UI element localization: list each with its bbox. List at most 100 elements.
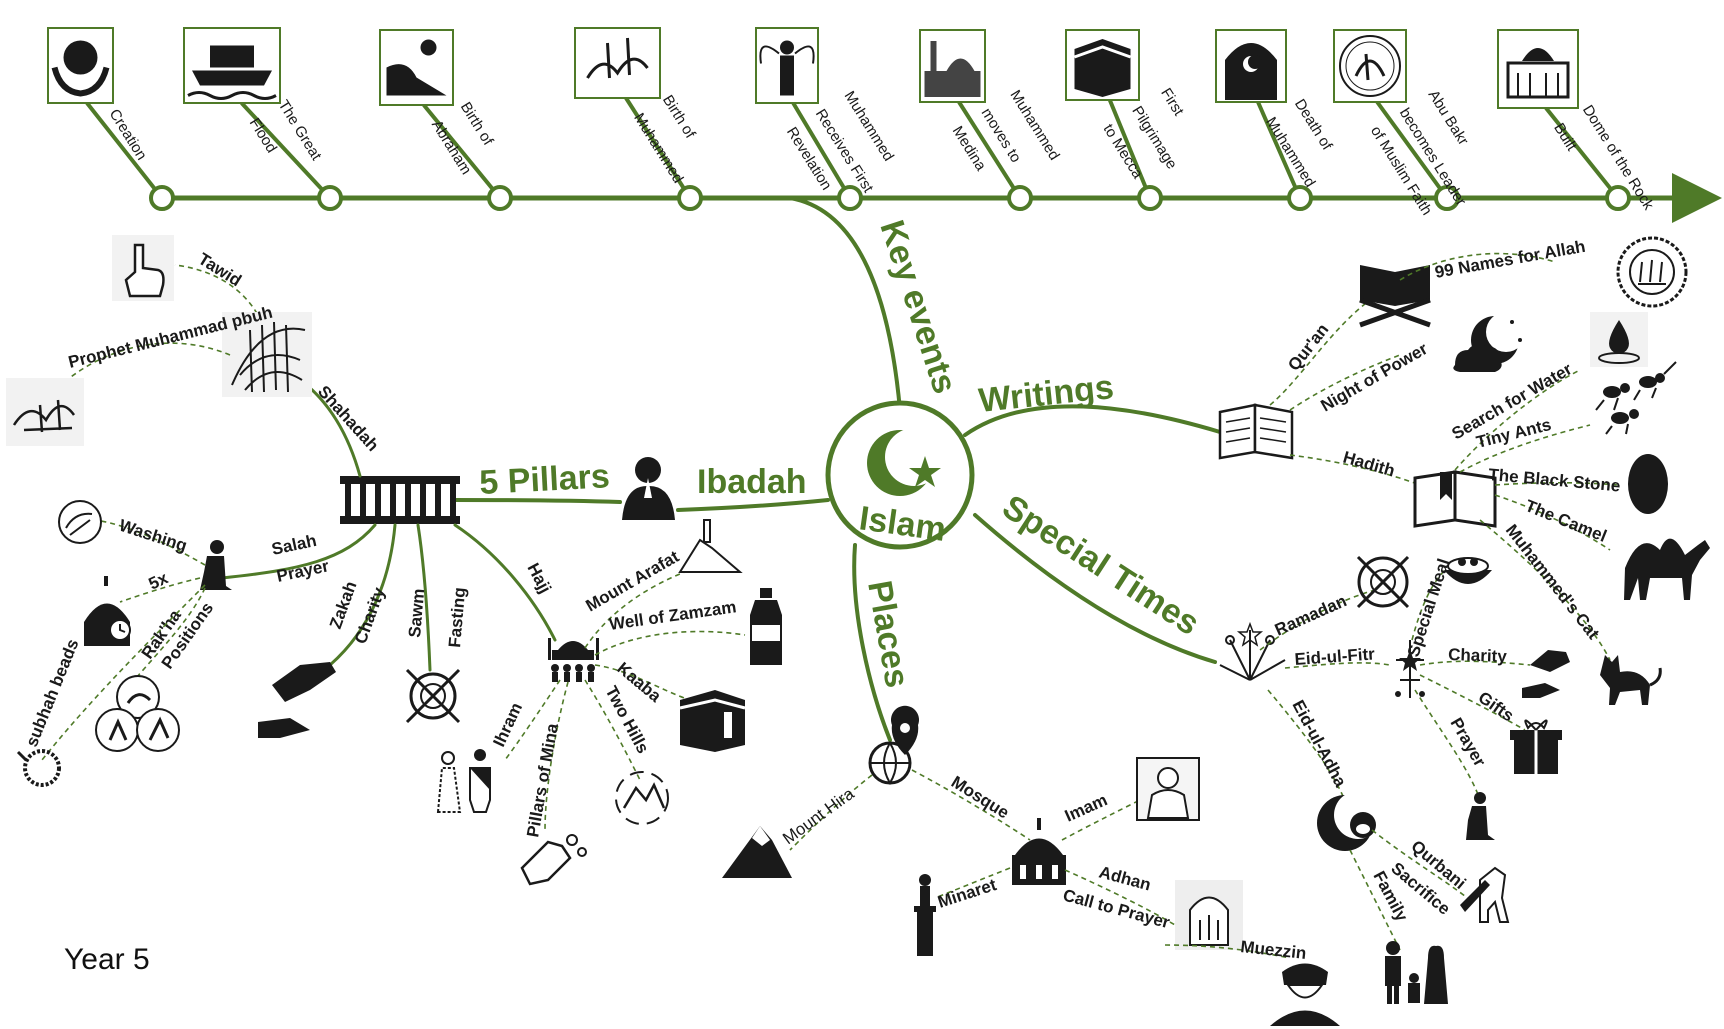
pointing-finger-icon bbox=[112, 235, 174, 301]
timeline-connector bbox=[85, 101, 164, 200]
meal-bowl-icon bbox=[1444, 557, 1492, 584]
stone-link bbox=[1494, 481, 1621, 486]
hajj-label: Hajj bbox=[523, 560, 554, 596]
adha-label: Eid-ul-Adha bbox=[1288, 697, 1350, 791]
quran-label: Qur'an bbox=[1284, 320, 1332, 374]
key-events-branch bbox=[788, 196, 902, 412]
key-events-label: Key events bbox=[872, 216, 964, 399]
subhah-label: subhah beads bbox=[22, 636, 82, 749]
timeline-node bbox=[1137, 185, 1163, 211]
gift-box-icon bbox=[1510, 719, 1562, 774]
minaret-label: Minaret bbox=[935, 875, 999, 912]
shahadah-calligraphy-icon bbox=[222, 312, 312, 397]
two-hills-link bbox=[584, 679, 641, 781]
ihram-link bbox=[504, 679, 561, 761]
special-charity-label: Charity bbox=[1448, 645, 1508, 666]
hadith-label: Hadith bbox=[1341, 448, 1397, 481]
meal-link bbox=[1411, 569, 1446, 641]
muezzin-label: Muezzin bbox=[1240, 937, 1308, 963]
camel-icon bbox=[1624, 538, 1710, 600]
adhan-link bbox=[1064, 869, 1176, 926]
sacrifice-knife-icon bbox=[1460, 866, 1510, 923]
hajj-crowd-icon bbox=[548, 638, 599, 682]
mosque-icon bbox=[1012, 818, 1066, 885]
timeline-node bbox=[1287, 185, 1313, 211]
kneeling-person-icon bbox=[200, 540, 232, 590]
crescent-sheep-icon bbox=[1317, 791, 1382, 851]
timeline-connector bbox=[1544, 106, 1620, 200]
abraham-icon-glyph bbox=[386, 39, 447, 96]
special-times-branch bbox=[973, 513, 1217, 664]
timeline-connector bbox=[1107, 99, 1152, 199]
timeline-node bbox=[487, 185, 513, 211]
fitr-link bbox=[1284, 662, 1391, 669]
fitr-label: Eid-ul-Fitr bbox=[1294, 644, 1376, 669]
timeline-node bbox=[149, 185, 175, 211]
timeline-connector bbox=[957, 100, 1022, 200]
calligraphy-icon-glyph bbox=[586, 37, 649, 79]
earth-hands-icon-glyph bbox=[51, 40, 110, 97]
qurbani-link bbox=[1371, 829, 1471, 901]
angel-icon-glyph bbox=[759, 40, 815, 96]
fivex-label: 5x bbox=[146, 568, 172, 593]
minaret-icon bbox=[914, 874, 936, 956]
kneeling-prayer-icon bbox=[1466, 792, 1495, 840]
prayer-beads-icon bbox=[16, 749, 61, 787]
fasting-label: Fasting bbox=[445, 586, 469, 648]
dome-icon bbox=[1497, 29, 1579, 109]
writings-label: Writings bbox=[977, 368, 1116, 420]
timeline-event-label: Birth ofMuhammed bbox=[630, 92, 715, 186]
mosque-clock-icon bbox=[84, 576, 131, 646]
call-to-prayer-label: Call to Prayer bbox=[1061, 886, 1172, 933]
timeline-connector bbox=[624, 96, 692, 200]
no-food-icon bbox=[405, 668, 461, 724]
ihram-label: Ihram bbox=[489, 700, 526, 750]
charity-hands-icon bbox=[1522, 650, 1570, 698]
timeline-event-label: Birth ofAbraham bbox=[428, 99, 504, 178]
stone-label: The Black Stone bbox=[1488, 465, 1621, 495]
tawid-label: Tawid bbox=[195, 249, 245, 290]
charity2-link bbox=[1419, 660, 1531, 666]
timeline-connector bbox=[1375, 100, 1449, 200]
imam-link bbox=[1061, 799, 1141, 841]
pillars-mina-label: Pillars of Mina bbox=[523, 721, 562, 838]
dome-icon-glyph bbox=[1506, 48, 1570, 99]
timeline-event-label: Abu Bakrbecomes Leaderof Muslim Faith bbox=[1367, 87, 1498, 227]
names-label: 99 Names for Allah bbox=[1433, 237, 1586, 282]
washing-link bbox=[94, 519, 206, 566]
five-pillars-label: 5 Pillars bbox=[478, 457, 610, 502]
black-stone-icon bbox=[1628, 454, 1668, 514]
ali-seal-icon-glyph bbox=[1339, 35, 1401, 97]
water-link bbox=[1454, 369, 1581, 471]
arafat-link bbox=[584, 569, 691, 649]
special-times-label: Special Times bbox=[996, 488, 1206, 643]
no-eating-icon bbox=[1356, 555, 1410, 609]
prayer-positions-icon bbox=[95, 675, 180, 752]
hira-link bbox=[789, 774, 873, 851]
ants-icon bbox=[1595, 361, 1677, 435]
timeline-connector bbox=[1256, 101, 1302, 199]
cat-link bbox=[1479, 519, 1611, 661]
mosque-icon-glyph bbox=[924, 41, 981, 97]
special-prayer-label: Prayer bbox=[1447, 715, 1490, 771]
ark-icon-glyph bbox=[187, 45, 277, 100]
allah-seal-icon bbox=[1616, 236, 1688, 308]
family-icon bbox=[1385, 941, 1448, 1004]
pebble-throw-icon bbox=[520, 834, 587, 886]
gifts-link bbox=[1419, 674, 1526, 731]
calligraphy-icon bbox=[574, 27, 661, 99]
zamzam-link bbox=[594, 630, 746, 656]
eid-lantern-icon bbox=[1395, 640, 1425, 698]
mount-arafat-label: Mount Arafat bbox=[583, 547, 683, 616]
washing-label: Washing bbox=[117, 516, 190, 556]
kaaba-icon bbox=[679, 690, 746, 752]
mosque-label: Mosque bbox=[948, 772, 1013, 822]
timeline-node bbox=[1007, 185, 1033, 211]
timeline-connector bbox=[422, 103, 502, 200]
star-icon bbox=[909, 456, 941, 487]
muhammad-calligraphy-icon bbox=[6, 378, 84, 446]
hadith-book-icon bbox=[1413, 470, 1497, 528]
sawm-label: Sawm bbox=[405, 588, 428, 639]
